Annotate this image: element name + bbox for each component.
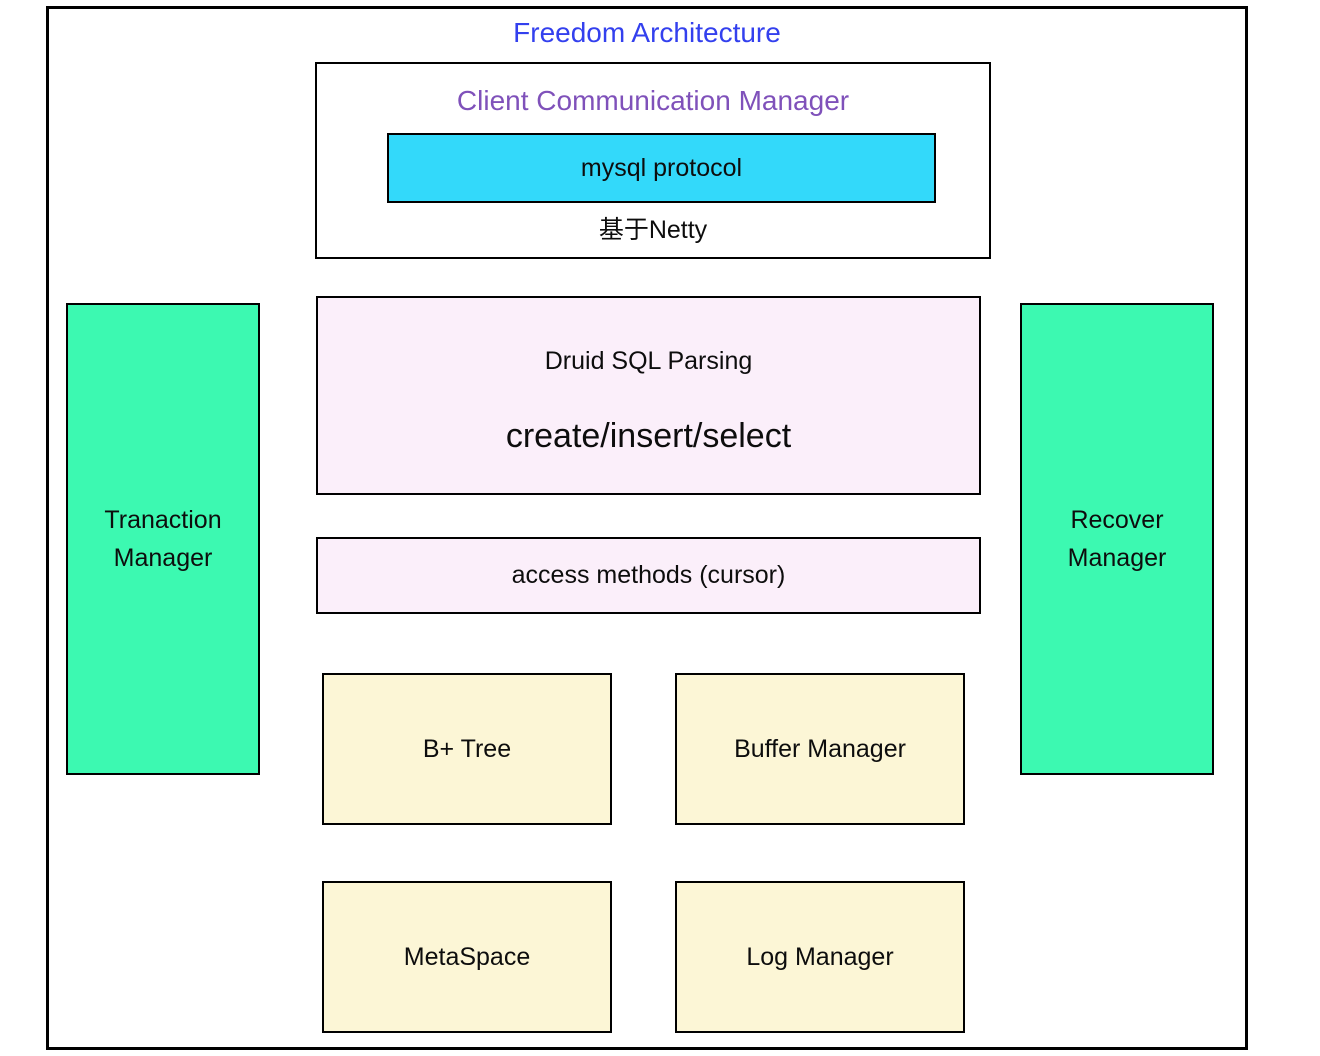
transaction-manager-box: Tranaction Manager	[66, 303, 260, 775]
client-communication-manager-box: Client Communication Manager mysql proto…	[315, 62, 991, 259]
client-communication-manager-title: Client Communication Manager	[456, 85, 850, 116]
mysql-protocol-label: mysql protocol	[580, 153, 743, 182]
transaction-manager-label: Tranaction Manager	[104, 506, 222, 572]
druid-sql-parsing-box: Druid SQL Parsing create/insert/select	[316, 296, 981, 495]
recover-manager-label: Recover Manager	[1067, 506, 1167, 572]
bplus-tree-label: B+ Tree	[422, 734, 512, 763]
mysql-protocol-box: mysql protocol	[387, 133, 936, 203]
recover-manager-box: Recover Manager	[1020, 303, 1214, 775]
druid-operations-label: create/insert/select	[505, 417, 792, 455]
access-methods-box: access methods (cursor)	[316, 537, 981, 614]
access-methods-label: access methods (cursor)	[511, 561, 786, 589]
buffer-manager-box: Buffer Manager	[675, 673, 965, 825]
log-manager-label: Log Manager	[746, 942, 894, 971]
log-manager-box: Log Manager	[675, 881, 965, 1033]
diagram-title: Freedom Architecture	[513, 17, 781, 48]
netty-caption: 基于Netty	[598, 216, 708, 244]
buffer-manager-label: Buffer Manager	[734, 734, 906, 763]
druid-sql-parsing-title: Druid SQL Parsing	[544, 347, 753, 375]
bplus-tree-box: B+ Tree	[322, 673, 612, 825]
metaspace-label: MetaSpace	[403, 942, 531, 971]
metaspace-box: MetaSpace	[322, 881, 612, 1033]
